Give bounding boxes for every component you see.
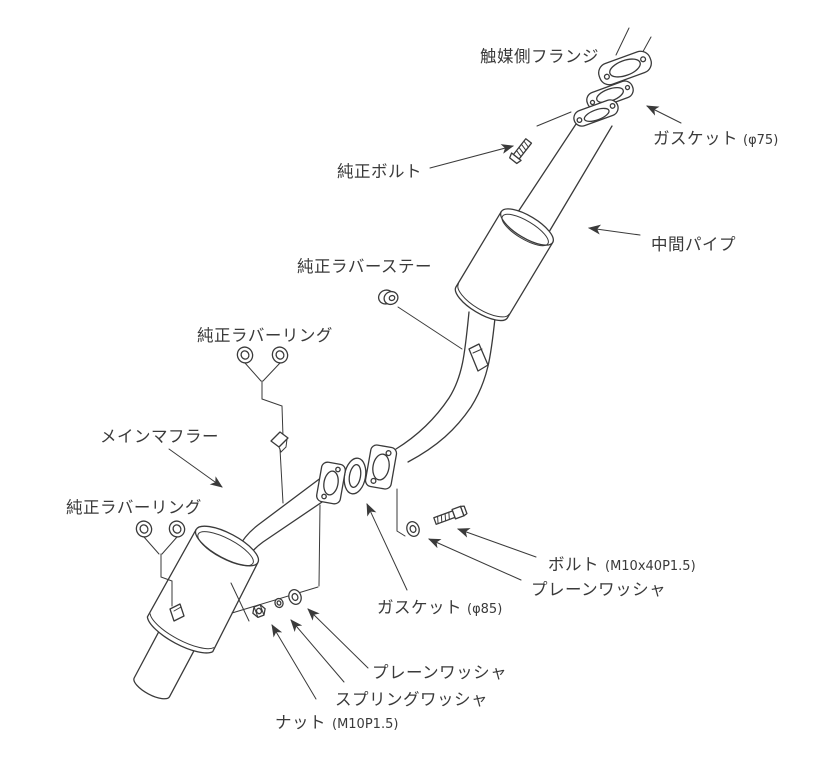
joint-bolt-washer-set — [396, 488, 468, 537]
callout-arrows — [168, 105, 682, 700]
rubber-stay-leader-line — [397, 306, 463, 350]
catalyst-flange-label: 触媒側フランジ — [480, 47, 599, 66]
gasket-75-label: ガスケット(φ75) — [653, 129, 778, 148]
mid-pipe-flange — [573, 99, 619, 127]
stock-rubber-stay-grommet — [377, 289, 463, 350]
mid-pipe-upper-tube — [511, 117, 613, 238]
rubber-ring-lower-label: 純正ラバーリング — [66, 498, 202, 517]
mid-pipe-hanger-tab — [468, 343, 489, 372]
bolt-m10x40 — [433, 505, 468, 525]
arrow-gasket-85 — [366, 503, 408, 591]
labels: 触媒側フランジ ガスケット(φ75) 純正ボルト 中間パイプ 純正ラバーステー … — [66, 47, 778, 732]
rubber-stay-label: 純正ラバーステー — [297, 257, 432, 276]
spring-washer-label: スプリングワッシャ — [335, 690, 488, 709]
plain-washer-lower-label: プレーンワッシャ — [372, 663, 507, 682]
stock-bolt-label: 純正ボルト — [337, 162, 422, 181]
main-muffler-body — [133, 525, 260, 700]
arrow-plain-washer-upper — [428, 538, 522, 581]
arrow-gasket-75 — [646, 105, 682, 124]
arrow-bolt — [457, 528, 537, 558]
arrow-plain-washer-lower — [307, 608, 369, 669]
bolt-label: ボルト(M10x40P1.5) — [548, 555, 696, 574]
arrow-stock-bolt — [429, 144, 514, 169]
muffler-rear-hanger-rod — [230, 582, 250, 622]
rubber-ring-pair-lower — [135, 520, 186, 607]
arrow-mid-pipe — [588, 224, 641, 236]
catalyst-flange — [598, 50, 652, 86]
arrow-main-muffler — [168, 448, 223, 488]
nut-washer-set — [231, 504, 321, 619]
resonator — [454, 208, 554, 322]
mid-pipe-label: 中間パイプ — [651, 235, 736, 254]
gasket-85-label: ガスケット(φ85) — [377, 598, 502, 617]
gasket-85 — [343, 457, 367, 495]
pipe-hanger-bracket — [270, 431, 289, 448]
plain-washer-upper-label: プレーンワッシャ — [531, 580, 666, 599]
arrow-spring-washer — [290, 619, 345, 683]
nut-m10 — [252, 603, 266, 619]
arrow-nut — [271, 624, 317, 700]
nut-label: ナット(M10P1.5) — [275, 713, 398, 732]
joint-right-flange — [364, 444, 398, 490]
stock-bolt — [509, 111, 572, 165]
muffler-hanger-bracket — [169, 603, 185, 622]
rubber-ring-upper-label: 純正ラバーリング — [197, 326, 333, 345]
plain-washer-lower — [288, 589, 302, 605]
main-muffler-label: メインマフラー — [100, 427, 219, 446]
mid-pipe-lower-tube — [395, 311, 496, 463]
joint-left-flange — [316, 461, 346, 505]
rubber-ring-pair-upper — [236, 346, 289, 504]
spring-washer — [274, 597, 284, 609]
